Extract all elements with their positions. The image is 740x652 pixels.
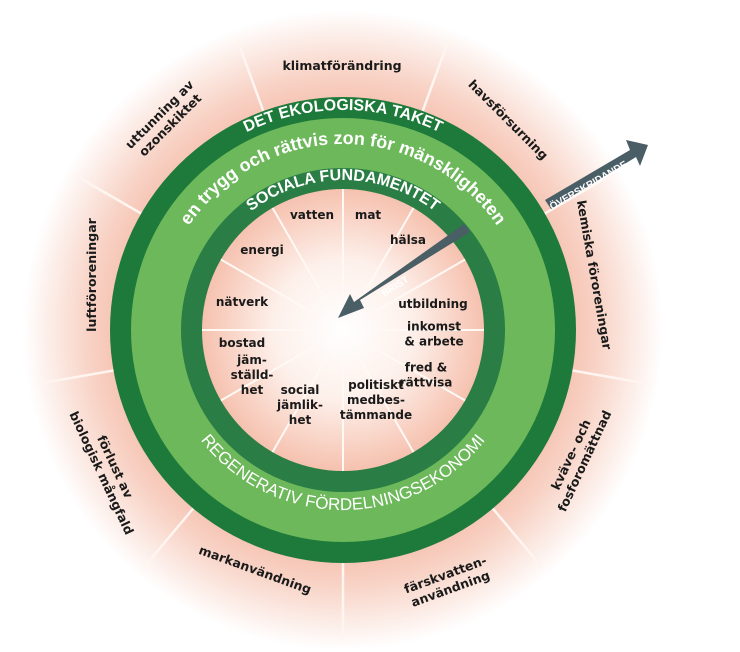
label-line: nätverk — [216, 295, 269, 309]
label-line: politiskt — [348, 378, 404, 392]
inner-divider — [357, 207, 415, 305]
inner-divider — [357, 355, 415, 453]
label-line: medbes- — [347, 393, 405, 407]
inner-divider — [368, 258, 466, 316]
outer-divider — [491, 507, 544, 569]
social-label: bostad — [219, 336, 265, 350]
social-label: vatten — [290, 208, 334, 222]
outer-divider — [235, 38, 265, 112]
inner-divider — [271, 207, 329, 305]
label-line: hälsa — [390, 233, 426, 247]
label-line: het — [289, 413, 312, 427]
inner-divider — [220, 344, 318, 402]
inner-divider — [271, 355, 329, 453]
social-dimensions: vatten mat hälsa utbildning inkomst& arbete f… — [216, 208, 468, 427]
shortfall-core — [202, 189, 484, 471]
social-label: mat — [355, 208, 382, 222]
outer-divider — [37, 369, 114, 386]
label-line: bostad — [219, 336, 265, 350]
label-line: jämlik- — [276, 398, 323, 412]
social-label: energi — [240, 243, 283, 257]
outer-divider — [421, 38, 451, 112]
inner-divider — [368, 344, 466, 402]
label-line: utbildning — [398, 297, 467, 311]
label-line: inkomst — [407, 320, 461, 334]
label-line: tämmande — [340, 408, 412, 422]
outer-divider — [544, 173, 613, 215]
label-line: social — [281, 383, 320, 397]
label-line: energi — [240, 243, 283, 257]
inner-divider — [220, 258, 318, 316]
inner-dividers — [202, 189, 484, 471]
social-label: fred &rättvisa — [400, 361, 453, 390]
social-label: inkomst& arbete — [404, 320, 463, 349]
label-line: & arbete — [404, 335, 463, 349]
ecological-label: luftföroreningar — [84, 217, 99, 331]
outer-divider — [73, 173, 142, 215]
label-line: jäm- — [236, 353, 267, 367]
label-line: mat — [355, 208, 382, 222]
social-label: nätverk — [216, 295, 269, 309]
label-line: het — [241, 383, 264, 397]
label-line: ställd- — [231, 368, 274, 382]
label-line: klimatförändring — [282, 58, 401, 73]
label-line: vatten — [290, 208, 334, 222]
label-line: fred & — [405, 361, 448, 375]
label-line: luftföroreningar — [84, 217, 99, 331]
outer-divider — [142, 507, 195, 569]
social-label: jäm-ställd-het — [231, 353, 274, 397]
social-label: utbildning — [398, 297, 467, 311]
ecological-label: klimatförändring — [282, 58, 401, 73]
label-line: rättvisa — [400, 376, 453, 390]
outer-dividers — [37, 38, 649, 640]
social-label: hälsa — [390, 233, 426, 247]
outer-divider — [572, 369, 649, 386]
